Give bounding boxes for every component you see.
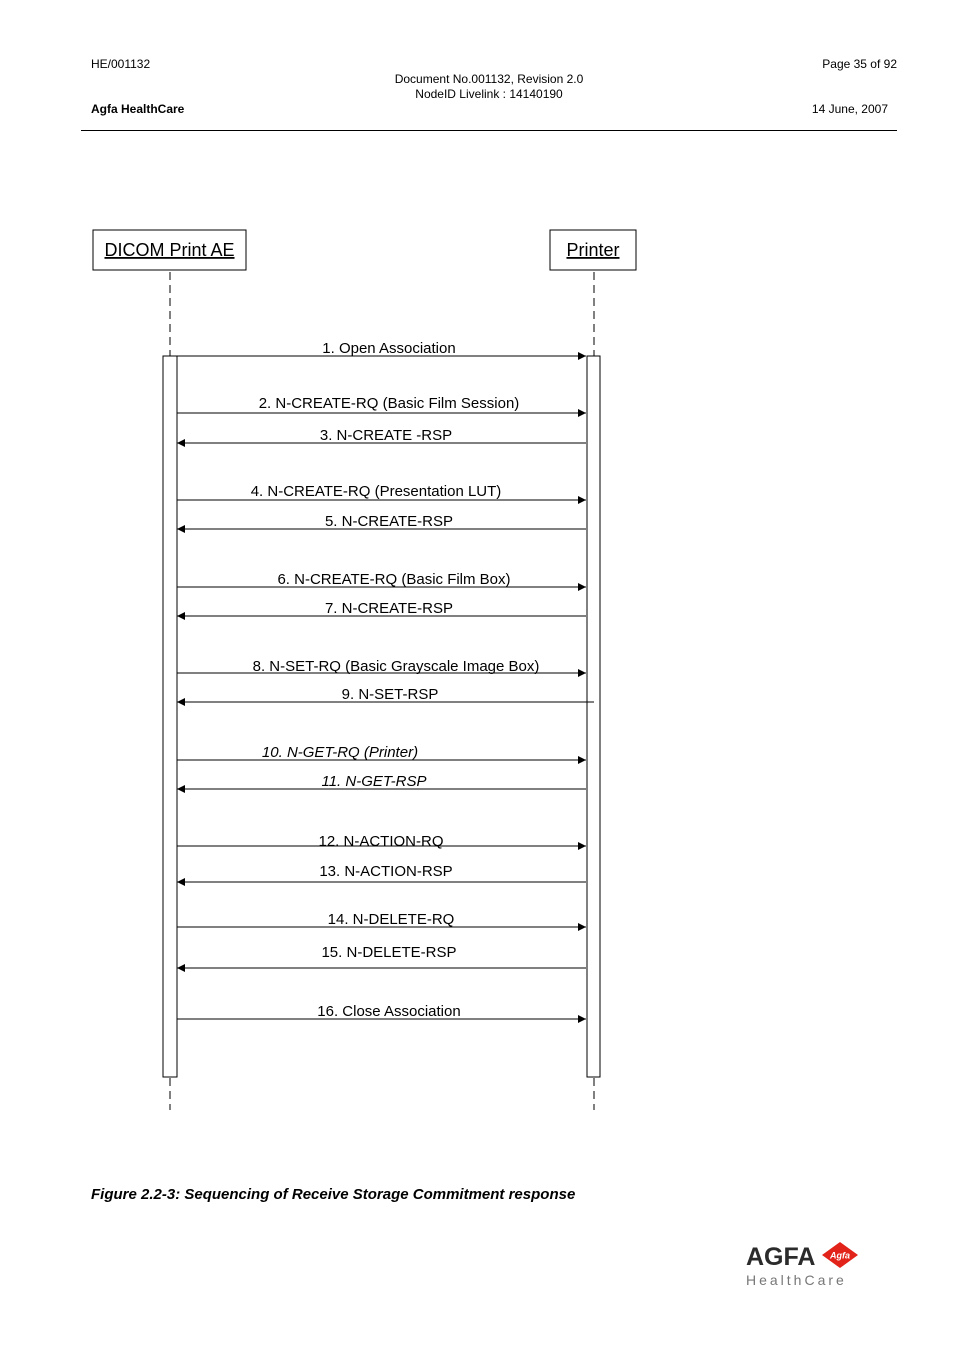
message-label: 1. Open Association xyxy=(322,340,455,357)
participant-printer: Printer xyxy=(549,229,637,271)
activation-bar-printer xyxy=(586,355,601,1078)
message-label: 9. N-SET-RSP xyxy=(342,686,439,703)
message-label: 11. N-GET-RSP xyxy=(321,773,426,790)
message-label: 2. N-CREATE-RQ (Basic Film Session) xyxy=(259,395,520,412)
message-14-n-delete-rq: 14. N-DELETE-RQ xyxy=(177,911,586,931)
page-number: Page 35 of 92 xyxy=(822,57,897,71)
message-9-n-set-rsp: 9. N-SET-RSP xyxy=(177,686,594,706)
message-8-n-set-rq: 8. N-SET-RQ (Basic Grayscale Image Box) xyxy=(177,658,586,677)
participant-label: Printer xyxy=(566,240,619,260)
message-11-n-get-rsp: 11. N-GET-RSP xyxy=(177,773,586,793)
company-name: Agfa HealthCare xyxy=(91,102,185,116)
header-rule xyxy=(81,130,897,131)
participant-dicom-print-ae: DICOM Print AE xyxy=(92,229,247,271)
message-label: 8. N-SET-RQ (Basic Grayscale Image Box) xyxy=(253,658,540,675)
svg-text:Agfa: Agfa xyxy=(829,1251,850,1261)
agfa-diamond-icon xyxy=(822,1242,858,1268)
message-label: 10. N-GET-RQ (Printer) xyxy=(262,744,418,761)
message-15-n-delete-rsp: 15. N-DELETE-RSP xyxy=(177,944,586,972)
activation-bar-dicom-print-ae xyxy=(162,355,178,1078)
message-label: 13. N-ACTION-RSP xyxy=(319,863,452,880)
figure-caption: Figure 2.2-3: Sequencing of Receive Stor… xyxy=(91,1186,576,1203)
message-6-n-create-rq: 6. N-CREATE-RQ (Basic Film Box) xyxy=(177,571,586,591)
message-3-n-create-rsp: 3. N-CREATE -RSP xyxy=(177,427,586,447)
message-5-n-create-rsp: 5. N-CREATE-RSP xyxy=(177,513,586,533)
node-id: NodeID Livelink : 14140190 xyxy=(415,87,563,101)
message-4-n-create-rq: 4. N-CREATE-RQ (Presentation LUT) xyxy=(177,483,586,504)
message-13-n-action-rsp: 13. N-ACTION-RSP xyxy=(177,863,586,886)
svg-text:AGFA: AGFA xyxy=(746,1243,815,1271)
message-7-n-create-rsp: 7. N-CREATE-RSP xyxy=(177,600,586,620)
document-number: Document No.001132, Revision 2.0 xyxy=(394,72,584,86)
message-2-n-create-rq: 2. N-CREATE-RQ (Basic Film Session) xyxy=(177,395,586,417)
message-label: 3. N-CREATE -RSP xyxy=(320,427,452,444)
message-label: 5. N-CREATE-RSP xyxy=(325,513,453,530)
participant-label: DICOM Print AE xyxy=(104,240,234,260)
message-10-n-get-rq: 10. N-GET-RQ (Printer) xyxy=(177,744,586,764)
message-label: 7. N-CREATE-RSP xyxy=(325,600,453,617)
svg-text:HealthCare: HealthCare xyxy=(746,1272,847,1288)
message-12-n-action-rq: 12. N-ACTION-RQ xyxy=(177,833,586,850)
document-reference: HE/001132 xyxy=(91,57,151,71)
message-label: 4. N-CREATE-RQ (Presentation LUT) xyxy=(251,483,502,500)
message-label: 12. N-ACTION-RQ xyxy=(318,833,443,850)
message-1-open-association: 1. Open Association xyxy=(177,340,586,360)
message-label: 14. N-DELETE-RQ xyxy=(328,911,455,928)
message-label: 16. Close Association xyxy=(317,1003,460,1020)
message-16-close-association: 16. Close Association xyxy=(177,1003,586,1023)
message-label: 15. N-DELETE-RSP xyxy=(321,944,456,961)
message-label: 6. N-CREATE-RQ (Basic Film Box) xyxy=(277,571,510,588)
agfa-healthcare-logo: AGFA Agfa HealthCare xyxy=(746,1242,858,1288)
document-date: 14 June, 2007 xyxy=(811,102,888,116)
